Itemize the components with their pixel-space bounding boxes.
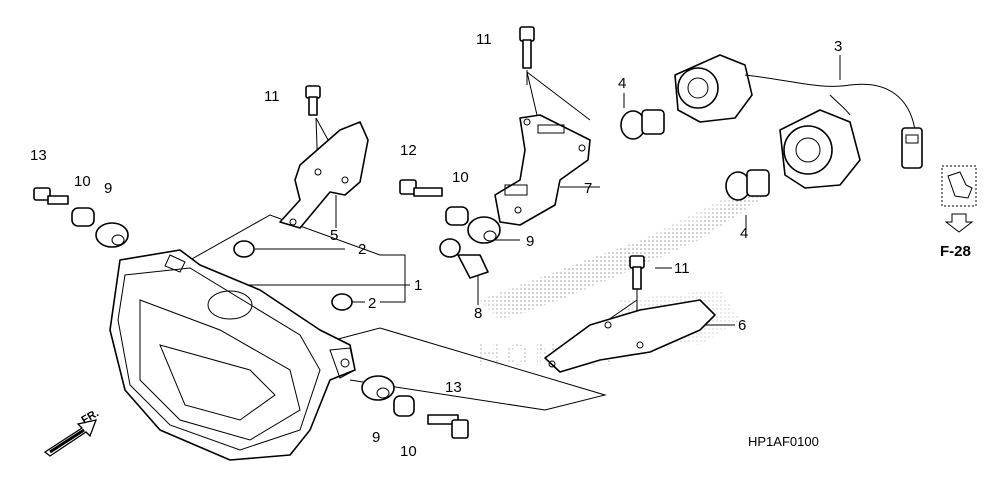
diagram-code: HP1AF0100 (748, 434, 819, 449)
callout-1: 1 (414, 277, 422, 294)
bushing-10-top (71, 207, 95, 227)
callout-3: 3 (834, 38, 842, 55)
nut-8 (439, 238, 489, 279)
headlight-assembly (109, 249, 356, 461)
bracket-5 (279, 121, 369, 229)
bushing-10-middle (445, 206, 469, 226)
callout-10-middle: 10 (452, 169, 469, 186)
callout-8: 8 (474, 305, 482, 322)
bolt-13-top (33, 187, 69, 205)
callout-9-bottom: 9 (372, 429, 380, 446)
bulb-4-upper (620, 109, 665, 140)
bolt-13-bottom (427, 414, 469, 439)
front-direction-arrow: FR. (43, 407, 101, 457)
callout-4-upper: 4 (618, 75, 626, 92)
collar-2-lower (331, 293, 353, 311)
callout-13-bottom: 13 (445, 379, 462, 396)
bulb-4-lower (725, 169, 770, 201)
callout-7: 7 (584, 180, 592, 197)
callout-10-top: 10 (74, 173, 91, 190)
callout-labels: 13 10 9 11 5 2 1 2 12 10 9 8 11 7 4 3 4 … (30, 31, 842, 460)
callout-9-middle: 9 (526, 233, 534, 250)
callout-4-lower: 4 (740, 225, 748, 242)
grommet-9-middle (467, 216, 501, 244)
bushing-10-bottom (393, 395, 415, 417)
callout-12: 12 (400, 142, 417, 159)
callout-10-bottom: 10 (400, 443, 417, 460)
callout-13-top: 13 (30, 147, 47, 164)
direction-label: FR. (80, 407, 101, 426)
reference-box (941, 165, 977, 233)
grommet-9-bottom (361, 375, 395, 401)
grommet-9-top (95, 222, 129, 248)
collar-2-upper (233, 240, 255, 258)
callout-11-left: 11 (264, 88, 280, 105)
callout-9-top: 9 (104, 180, 112, 197)
bolt-12 (399, 179, 443, 197)
bolt-11-top (519, 26, 535, 69)
callout-2-upper: 2 (358, 241, 366, 258)
callout-6: 6 (738, 317, 746, 334)
callout-5: 5 (330, 227, 338, 244)
reference-label: F-28 (940, 243, 971, 260)
callout-2-lower: 2 (368, 295, 376, 312)
turn-signal-harness-3 (674, 54, 923, 189)
callout-11-right: 11 (674, 260, 690, 277)
bolt-11-right (629, 255, 645, 290)
callout-11-top: 11 (476, 31, 492, 48)
bracket-7 (494, 114, 591, 226)
bracket-6 (544, 299, 716, 373)
hardware-parts (33, 26, 645, 439)
bolt-11-left (305, 85, 321, 116)
